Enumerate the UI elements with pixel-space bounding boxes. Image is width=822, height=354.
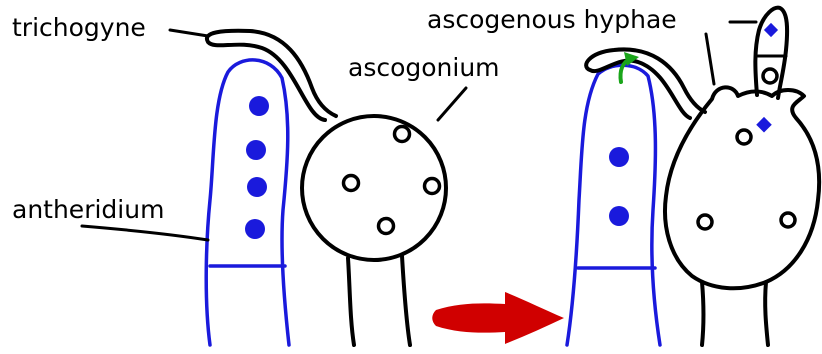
ascogonium-nucleus — [737, 130, 751, 144]
ascogenous-hyphae-label: ascogenous hyphae — [427, 5, 677, 34]
antheridium — [206, 60, 289, 345]
hypha-nucleus — [764, 23, 778, 37]
ascogonium-nucleus — [379, 219, 394, 234]
left-stage: trichogyne ascogonium antheridium — [12, 13, 500, 345]
antheridium-nucleus — [249, 96, 269, 116]
antheridium-nucleus — [247, 177, 267, 197]
ascogonium-stalk — [765, 282, 768, 345]
ascogonium-nucleus — [395, 127, 410, 142]
hypha-nucleus — [763, 69, 777, 83]
antheridium-nucleus — [245, 219, 265, 239]
antheridium-leader-line — [82, 226, 208, 240]
ascogonium-stalk — [402, 256, 410, 345]
ascogonium-nucleus — [425, 179, 440, 194]
ascogonium-label: ascogonium — [348, 53, 500, 82]
antheridium-outline — [567, 65, 660, 345]
antheridium-nucleus — [609, 147, 629, 167]
ascogonium-leader-line — [438, 88, 466, 120]
ascogonium-nucleus — [756, 117, 772, 133]
ascogonium-stalk — [348, 258, 354, 345]
ascogonium-nucleus — [344, 176, 359, 191]
antheridium — [567, 65, 660, 345]
antheridium-outline — [206, 60, 289, 345]
trichogyne — [586, 49, 705, 118]
trichogyne-label: trichogyne — [12, 13, 146, 42]
ascogonium-nucleus — [698, 215, 712, 229]
ascogenous-hyphae-leader-line — [706, 34, 714, 84]
ascogonium-stalk — [702, 282, 704, 345]
antheridium-nucleus — [246, 140, 266, 160]
ascogonium-nucleus — [781, 213, 795, 227]
antheridium-nucleus — [609, 206, 629, 226]
trichogyne-leader-line — [170, 30, 208, 36]
antheridium-label: antheridium — [12, 195, 164, 224]
red-right-arrow-icon — [432, 292, 564, 344]
